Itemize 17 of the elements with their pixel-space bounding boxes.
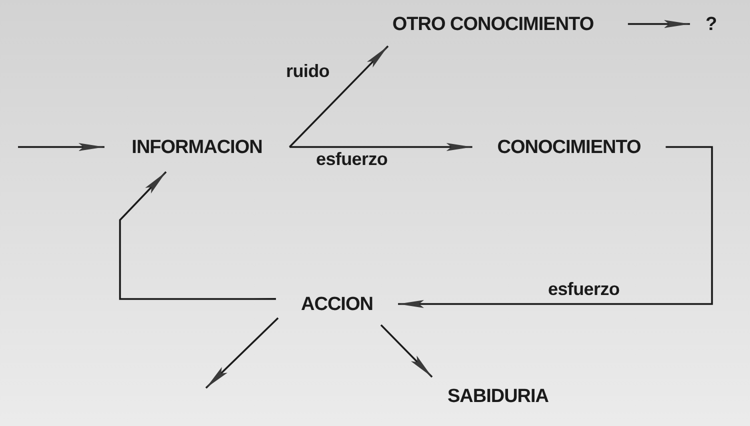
node-label: ACCION: [301, 294, 373, 314]
arrow: [18, 143, 104, 151]
node-label: ?: [705, 14, 717, 34]
arrow: [380, 324, 433, 378]
edge-label: esfuerzo: [548, 280, 620, 298]
edge-label: ruido: [286, 62, 330, 80]
node-label: INFORMACION: [132, 138, 262, 156]
node-label: SABIDURIA: [447, 386, 549, 406]
node-label: CONOCIMIENTO: [497, 138, 641, 156]
arrow: [290, 143, 472, 151]
arrow: [205, 317, 279, 389]
node-label: OTRO CONOCIMIENTO: [392, 14, 594, 34]
arrow: [628, 20, 690, 28]
arrow: [398, 146, 713, 308]
arrow: [288, 46, 389, 148]
edge-label: esfuerzo: [316, 150, 388, 168]
arrow: [119, 171, 276, 300]
